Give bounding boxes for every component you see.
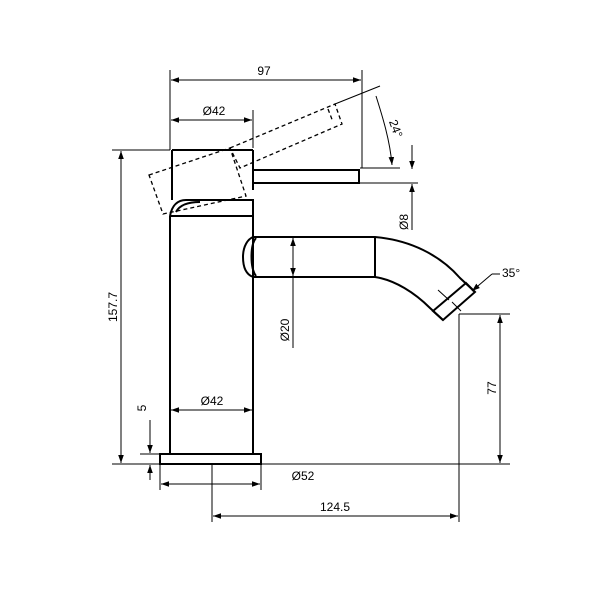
spout-left-cap [250,237,257,277]
dim-overall-reach: 97 [257,64,271,78]
spout [241,236,477,322]
dim-spout-reach: 124.5 [320,500,350,514]
dim-handle-angle: 24° [386,118,405,140]
dim-spout-angle: 35° [502,266,520,280]
dimension-lines: 97 Ø42 24° Ø8 Ø20 35° 157.7 5 [106,64,520,522]
dim-body-diameter: Ø42 [201,394,224,408]
dim-base-thickness: 5 [135,404,149,411]
dim-handle-diameter: Ø42 [203,104,226,118]
handle-open-dashed [148,103,343,215]
cartridge-cap [169,199,254,217]
spout-top [253,236,476,293]
dim-base-diameter: Ø52 [292,469,315,483]
cartridge-cap-curve [175,201,201,213]
dim-lever-thickness: Ø8 [397,214,411,230]
base-plate [159,453,262,465]
lever-closed [252,169,360,184]
faucet-outline [148,103,477,465]
handle-closed [171,149,360,200]
dim-spout-diameter: Ø20 [278,318,292,341]
aerator [431,281,477,322]
spout-bottom [241,236,444,321]
dim-spout-height: 77 [485,381,499,395]
dim-overall-height: 157.7 [106,292,120,322]
